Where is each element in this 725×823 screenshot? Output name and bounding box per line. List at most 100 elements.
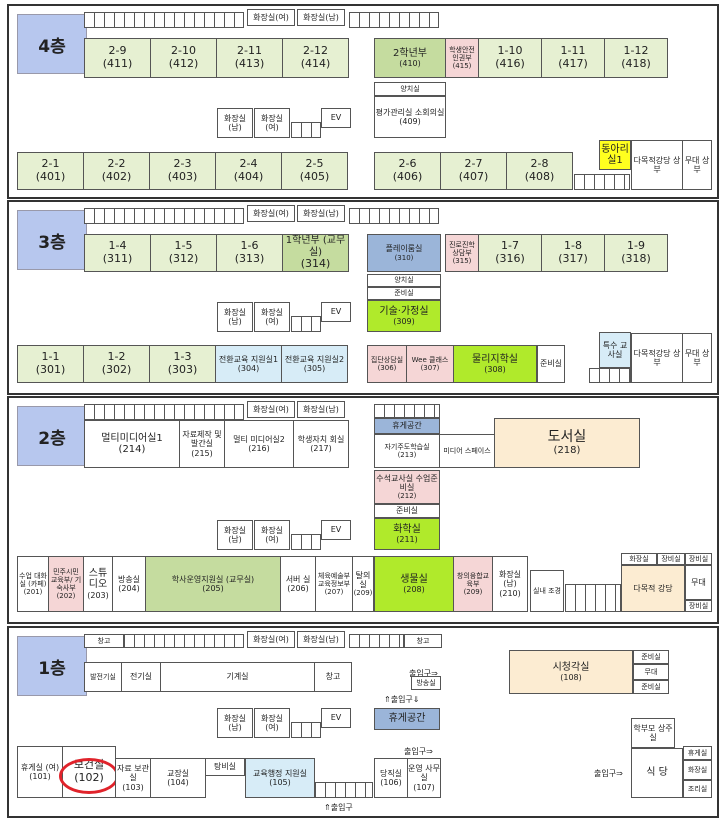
restroom-female: 화장실(여) — [254, 520, 290, 550]
side-room: 화장실 — [683, 760, 712, 780]
prep-room: 준비실 — [633, 650, 669, 664]
principal-office: 교장실(104) — [150, 758, 206, 798]
floor-2-label: 2층 — [17, 406, 87, 466]
archive-room: 자료 보관실(103) — [115, 758, 151, 798]
restroom-male: 화장실(남) — [297, 631, 345, 648]
classroom-1-10: 1-10(416) — [478, 38, 542, 78]
stairs — [315, 782, 373, 798]
highlight-circle — [59, 758, 119, 794]
multimedia-room-2: 멀티 미디어실2(216) — [224, 420, 294, 468]
entrance-label: 출입구⇒ — [409, 669, 438, 678]
floor-4-panel: 4층 화장실(여) 화장실(남) 2-9(411) 2-10(412) 2-11… — [7, 4, 719, 199]
stairs — [124, 634, 244, 648]
rest-room-female: 휴게실 (여)(101) — [17, 746, 63, 798]
floor-1-panel: 1층 창고 화장실(여) 화장실(남) 창고 발전기실 전기실 기계실 창고 출… — [7, 626, 719, 818]
classroom-1-6: 1-6(313) — [216, 234, 283, 272]
elevator: EV — [321, 520, 351, 540]
office-grade2: 2학년부(410) — [374, 38, 446, 78]
office-career: 진로진학상담부(315) — [445, 234, 479, 272]
floor-3-label: 3층 — [17, 210, 87, 270]
broadcast-room: 방송실 — [411, 676, 441, 690]
conversation-cafe: 수업 대화실 (카페)(201) — [17, 556, 49, 612]
entrance-label: ⇑출입구 — [324, 803, 353, 812]
stage-upper: 무대 상부 — [682, 333, 712, 383]
entrance-label: ⇑출입구⇓ — [384, 695, 420, 704]
classroom-2-7: 2-7(407) — [440, 152, 507, 190]
side-room: 장비실 — [657, 553, 685, 565]
stairs — [291, 722, 321, 738]
prep-room: 준비실 — [367, 287, 441, 300]
prep-room: 준비실 — [537, 345, 565, 383]
publishing-room: 자료제작 및 발간실(215) — [179, 420, 225, 468]
restroom-male: 화장실 (남)(210) — [492, 556, 528, 612]
restroom-female: 화장실(여) — [247, 401, 295, 418]
stairs — [565, 584, 621, 612]
stairs — [84, 12, 244, 28]
admin-office: 교육행정 지원실(105) — [245, 758, 315, 798]
restroom-male: 화장실(남) — [297, 205, 345, 222]
janitor-room: 양치실 — [374, 82, 446, 96]
self-study-room: 자기주도학습실(213) — [374, 434, 440, 468]
side-room: 휴게실 — [683, 746, 712, 760]
elevator: EV — [321, 708, 351, 728]
side-room: 화장실 — [621, 553, 657, 565]
stairs — [291, 122, 321, 138]
stairs — [374, 404, 440, 418]
operations-office: 운영 사무실(107) — [407, 758, 441, 798]
prep-room: 준비실 — [633, 680, 669, 694]
tech-room: 기술·가정실(309) — [367, 300, 441, 332]
floor-3-panel: 3층 화장실(여) 화장실(남) 1-4(311) 1-5(312) 1-6(3… — [7, 200, 719, 395]
classroom-2-3: 2-3(403) — [149, 152, 216, 190]
chemistry-room: 화학실(211) — [374, 518, 440, 550]
office-grade1: 1학년부 (교무실)(314) — [282, 234, 349, 272]
library: 도서실(218) — [494, 418, 640, 468]
restroom-male: 화장실(남) — [217, 520, 253, 550]
media-space: 미디어 스페이스 — [439, 434, 495, 468]
stairs — [574, 174, 630, 190]
multimedia-room-1: 멀티미디어실1(214) — [84, 420, 180, 468]
entrance-label: 출입구⇒ — [404, 747, 433, 756]
studio: 스튜 디오(203) — [83, 556, 113, 612]
wee-class: Wee 클래스(307) — [406, 345, 454, 383]
entrance-label: 출입구⇒ — [594, 769, 623, 778]
playroom: 플레이룸실(310) — [367, 234, 441, 272]
restroom-male: 화장실(남) — [217, 108, 253, 138]
cafeteria: 식 당 — [631, 748, 683, 798]
stage-upper: 무대 상부 — [682, 140, 712, 190]
floor-1-label: 1층 — [17, 636, 87, 696]
classroom-1-8: 1-8(317) — [541, 234, 605, 272]
stairs — [84, 208, 244, 224]
restroom-male: 화장실(남) — [297, 9, 345, 26]
classroom-1-4: 1-4(311) — [84, 234, 151, 272]
counseling-room: 집단상담실(306) — [367, 345, 407, 383]
multipurpose-hall: 다목적 강당 — [621, 565, 685, 612]
classroom-2-4: 2-4(404) — [215, 152, 282, 190]
side-room: 조리실 — [683, 780, 712, 798]
indoor-garden: 실내 조경 — [530, 570, 564, 612]
head-teacher-room: 수석교사실 수업준비실(212) — [374, 470, 440, 504]
restroom-male: 화장실(남) — [217, 708, 253, 738]
stage: 무대 — [633, 664, 669, 680]
broadcast-room: 방송실(204) — [112, 556, 146, 612]
office-safety: 학생안전인권부(415) — [445, 38, 479, 78]
student-council-room: 학생자치 회실(217) — [293, 420, 349, 468]
elevator: EV — [321, 302, 351, 322]
server-room: 서버 실(206) — [280, 556, 316, 612]
stage: 무대 — [685, 565, 712, 600]
classroom-1-12: 1-12(418) — [604, 38, 668, 78]
citizenship-office: 민주시민 교육부/ 기숙사부(202) — [48, 556, 84, 612]
floor-2-panel: 2층 화장실(여) 화장실(남) 멀티미디어실1(214) 자료제작 및 발간실… — [7, 396, 719, 624]
stairs — [349, 12, 439, 28]
classroom-1-3: 1-3(303) — [149, 345, 216, 383]
creative-office: 창의융합교육부(209) — [453, 556, 493, 612]
stairs — [349, 208, 439, 224]
transition-room-2: 전환교육 지원실2(305) — [281, 345, 348, 383]
classroom-2-11: 2-11(413) — [216, 38, 283, 78]
lounge: 휴게공간 — [374, 708, 440, 730]
prep-room: 준비실 — [374, 504, 440, 518]
classroom-1-11: 1-11(417) — [541, 38, 605, 78]
classroom-2-9: 2-9(411) — [84, 38, 151, 78]
office-evaluation: 평가관리실 소회의실(409) — [374, 96, 446, 138]
classroom-1-5: 1-5(312) — [150, 234, 217, 272]
stairs — [589, 368, 631, 383]
